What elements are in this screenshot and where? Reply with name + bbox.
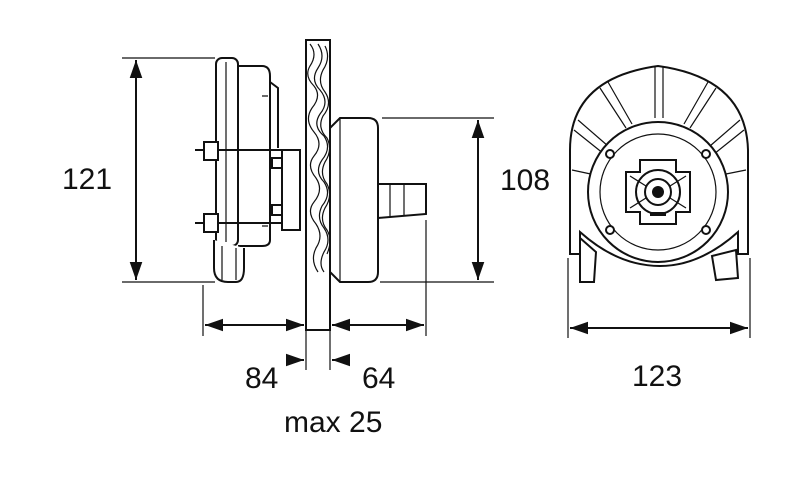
mounting-studs [195,141,301,233]
bulkhead-wall [305,39,331,331]
front-flange [215,57,279,247]
end-view-bolt-holes [605,149,711,235]
dim-label-84: 84 [245,362,278,395]
end-view [567,64,751,338]
end-view-feet [579,235,740,283]
rear-body [329,117,427,283]
side-view [122,39,494,370]
end-view-ribs [571,66,747,177]
dim-label-121: 121 [62,163,112,196]
dim-label-108: 108 [500,164,550,197]
dim-label-max-25: max 25 [284,406,382,439]
dim-label-123: 123 [632,360,682,393]
hose-fitting [213,240,245,283]
dim-label-64: 64 [362,362,395,395]
end-view-hub [625,159,691,225]
